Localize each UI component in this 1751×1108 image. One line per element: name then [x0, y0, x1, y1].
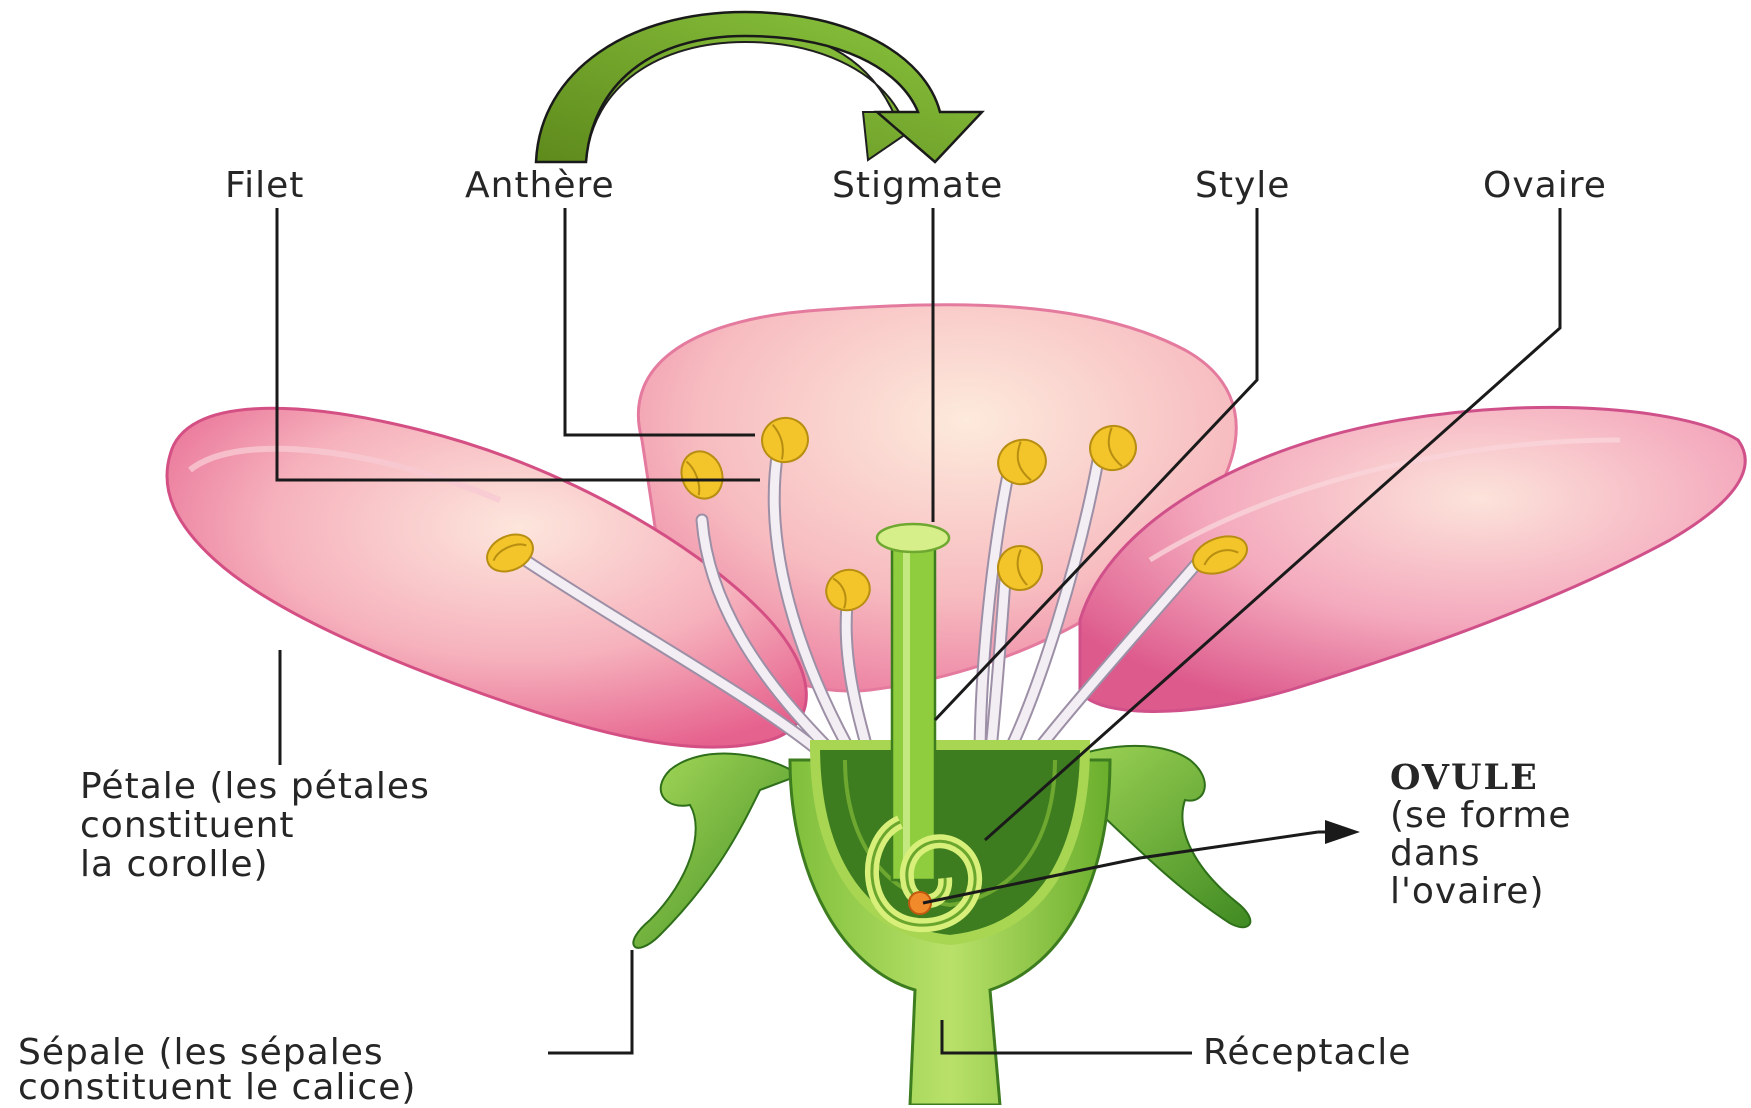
label-style: Style: [1195, 166, 1290, 205]
label-anthere: Anthère: [465, 166, 615, 205]
label-receptacle: Réceptacle: [1203, 1033, 1411, 1072]
label-sepale-line2: constituent le calice): [18, 1068, 416, 1107]
ovule-arrowhead-icon: [1325, 820, 1360, 844]
label-petale-line3: la corolle): [80, 845, 269, 884]
label-ovule-line3: l'ovaire): [1390, 872, 1545, 911]
label-ovule-line1: (se forme: [1390, 796, 1571, 835]
label-stigmate: Stigmate: [832, 166, 1003, 205]
label-ovule-line2: dans: [1390, 834, 1480, 873]
stigma: [877, 524, 949, 552]
left-sepal: [633, 754, 800, 948]
label-filet: Filet: [225, 166, 304, 205]
label-ovaire: Ovaire: [1483, 166, 1607, 205]
label-ovule-title: OVULE: [1390, 758, 1539, 797]
label-petale-line1: Pétale (les pétales: [80, 767, 430, 806]
label-petale-line2: constituent: [80, 806, 295, 845]
pollination-arrow-icon: [536, 12, 982, 162]
